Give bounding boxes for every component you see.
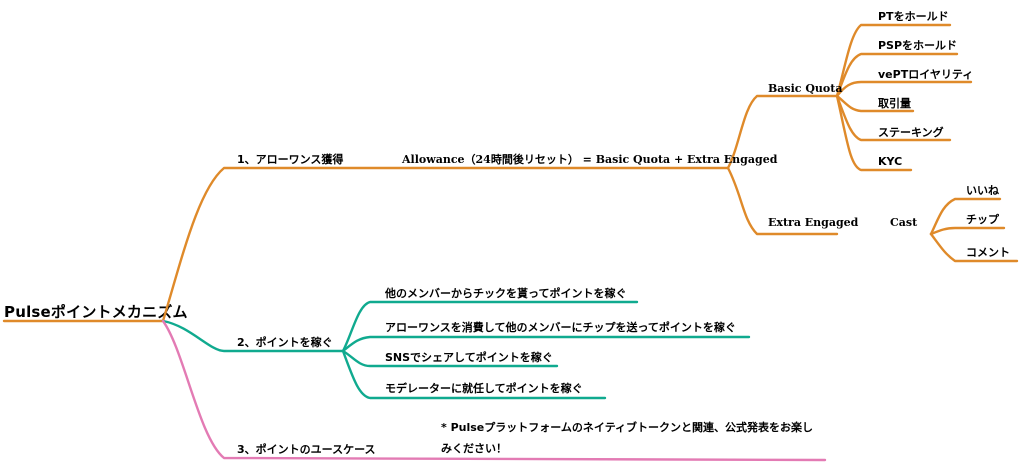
branch-2-label: 2、ポイントを稼ぐ: [237, 335, 333, 349]
comment-edge: [929, 232, 1019, 263]
usecase-note-line-2: みください！: [441, 442, 507, 455]
extra-engaged-label: Extra Engaged: [768, 216, 859, 229]
earn-3-edge: [341, 349, 559, 368]
branch-3-edge: [161, 319, 827, 462]
root-node-label: Pulseポイントメカニズム: [4, 303, 188, 321]
earn-2-edge: [341, 335, 751, 353]
staking-label: ステーキング: [878, 125, 944, 139]
basic-quota-label: Basic Quota: [768, 82, 842, 95]
earn-item-4: モデレーターに就任してポイントを稼ぐ: [385, 381, 583, 395]
extra-engaged-edge: [726, 166, 839, 236]
like-label: いいね: [966, 184, 999, 197]
usecase-note-line-1: * Pulseプラットフォームのネイティブトークンと関連、公式発表をお楽し: [441, 420, 813, 434]
tip-edge: [929, 226, 1006, 236]
branch-3-label: 3、ポイントのユースケース: [237, 442, 376, 456]
kyc-edge: [835, 94, 913, 172]
branch-1-edge: [161, 166, 730, 323]
vept-loyalty-label: vePTロイヤリティ: [878, 68, 973, 81]
allowance-formula: Allowance（24時間後リセット） = Basic Quota + Ext…: [401, 152, 778, 166]
earn-4-edge: [341, 349, 607, 400]
earn-item-1: 他のメンバーからチックを貰ってポイントを稼ぐ: [384, 286, 626, 300]
basic-quota-edge: [726, 94, 839, 170]
earn-item-2: アローワンスを消費して他のメンバーにチップを送ってポイントを稼ぐ: [385, 320, 736, 334]
kyc-label: KYC: [878, 155, 902, 168]
earn-1-edge: [341, 300, 639, 353]
cast-label: Cast: [890, 216, 918, 229]
psp-hold-edge: [835, 52, 959, 98]
trade-volume-label: 取引量: [878, 96, 911, 110]
like-edge: [929, 197, 1002, 236]
trade-volume-edge: [835, 94, 915, 113]
earn-item-3: SNSでシェアしてポイントを稼ぐ: [385, 350, 553, 364]
branch-1-label: 1、アローワンス獲得: [237, 152, 343, 166]
psp-hold-label: PSPをホールド: [878, 39, 957, 52]
branch-2-edge: [161, 319, 345, 353]
vept-edge: [835, 80, 973, 98]
comment-label: コメント: [966, 246, 1010, 259]
pt-hold-label: PTをホールド: [878, 10, 949, 23]
tip-label: チップ: [966, 212, 1000, 226]
